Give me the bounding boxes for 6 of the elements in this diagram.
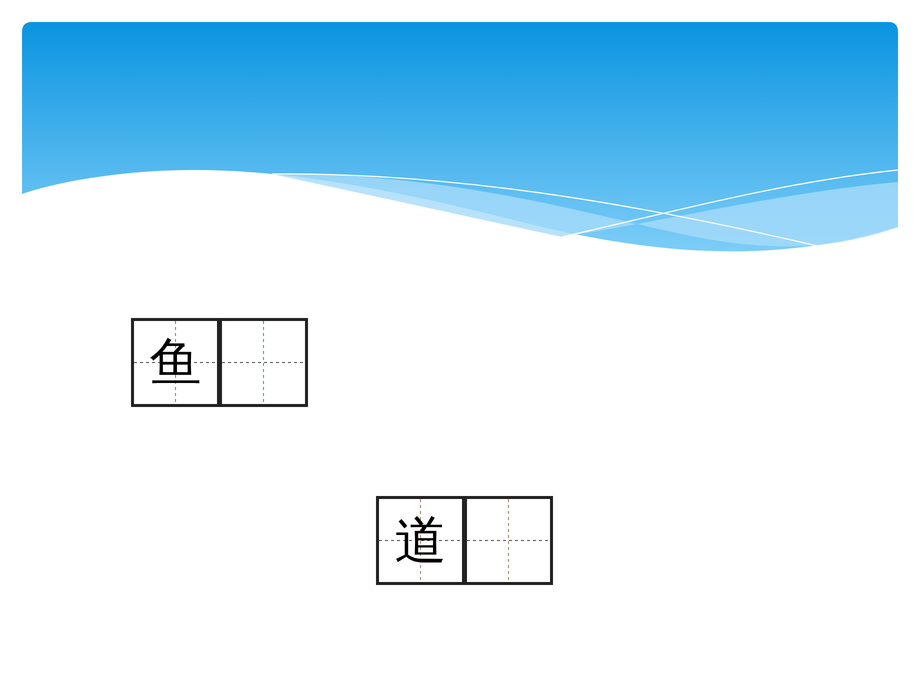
writing-grid-cell [131,318,220,407]
writing-grid-cell [219,318,308,407]
writing-grid-cell [464,496,553,585]
character: 道 [394,510,448,572]
writing-grid-cell [376,496,465,585]
character: 鱼 [148,332,202,394]
